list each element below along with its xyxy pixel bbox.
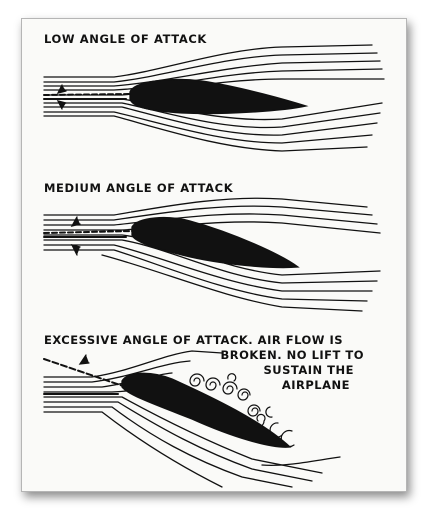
- chord-line-low: [43, 84, 131, 110]
- medium-angle-title: MEDIUM ANGLE OF ATTACK: [44, 181, 234, 195]
- diagram-frame: LOW ANGLE OF ATTACK MEDIUM ANGLE OF ATTA…: [21, 18, 407, 492]
- excessive-note-line-1: EXCESSIVE ANGLE OF ATTACK. AIR FLOW IS: [44, 333, 344, 347]
- turbulence-eddies: [189, 373, 295, 448]
- chord-line-excessive: [43, 354, 127, 395]
- low-angle-title: LOW ANGLE OF ATTACK: [44, 32, 207, 46]
- excessive-note-line-3: SUSTAIN THE: [263, 363, 354, 377]
- excessive-note-line-4: AIRPLANE: [281, 378, 350, 392]
- streamlines-medium: [43, 197, 381, 312]
- airfoil-low: [129, 78, 309, 115]
- airflow-diagram: [43, 44, 385, 488]
- chord-line-medium: [43, 216, 133, 256]
- airfoil-medium: [131, 217, 300, 269]
- excessive-note-line-2: BROKEN. NO LIFT TO: [220, 348, 364, 362]
- excessive-angle-note: EXCESSIVE ANGLE OF ATTACK. AIR FLOW IS B…: [44, 333, 400, 393]
